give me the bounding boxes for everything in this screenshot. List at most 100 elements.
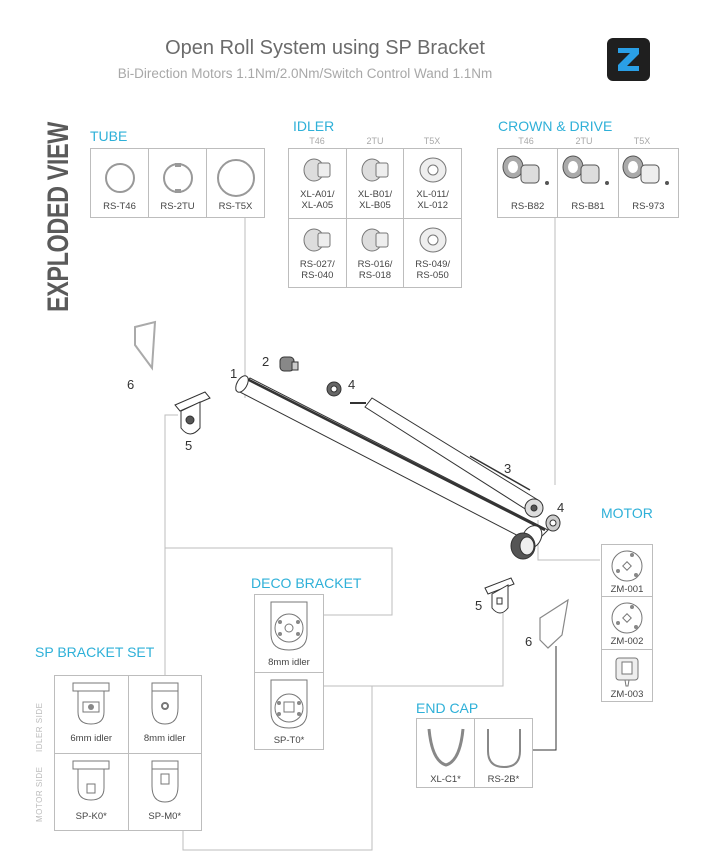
end-cap-cell[interactable]: RS-2B* (475, 719, 533, 788)
section-title-idler: IDLER (293, 118, 335, 134)
column-label: 2TU (575, 136, 593, 146)
part-number: ZM-001 (610, 584, 644, 595)
section-title-tube: TUBE (90, 128, 128, 144)
connector-line (164, 414, 393, 616)
column-label: T46 (309, 136, 325, 146)
z-logo-icon (607, 38, 650, 81)
idler-icon (361, 228, 389, 251)
callout-end-cap-right: 6 (525, 634, 533, 649)
part-number: 8mm idler (143, 733, 186, 744)
sp-bracket-cell[interactable]: SP-M0* (128, 753, 202, 831)
tube-cell[interactable]: RS-2TU (149, 149, 207, 218)
tube-cell[interactable]: RS-T5X (207, 149, 265, 218)
part-number: XL-B01/XL-B05 (357, 189, 393, 211)
idler-icon (419, 157, 447, 183)
crown-drive-icon (502, 155, 549, 185)
end-cap-rs-2b-icon (486, 729, 521, 769)
sp-bracket-cell[interactable]: 6mm idler (55, 676, 129, 754)
bracket-sp-m0-icon (151, 760, 179, 803)
callout-bracket-left: 5 (185, 438, 193, 453)
section-title-sp-bracket-set: SP BRACKET SET (35, 644, 155, 660)
callout-crown: 4 (348, 377, 356, 392)
part-number: XL-011/XL-012 (416, 189, 449, 211)
idler-side-label: IDLER SIDE (35, 702, 44, 752)
end-cap-xl-c1-icon (427, 728, 464, 767)
crown-drive-grid: RS-B82 RS-B81 RS-973 (497, 148, 679, 218)
section-title-end-cap: END CAP (416, 700, 479, 716)
crown-drive-cell[interactable]: RS-B82 (498, 149, 559, 218)
crown-drive-icon (622, 155, 670, 185)
idler-cell[interactable]: RS-049/RS-050 (404, 218, 462, 288)
part-number: SP-T0* (273, 734, 305, 746)
idler-cell[interactable]: RS-016/RS-018 (346, 218, 405, 288)
column-label: T5X (423, 136, 441, 146)
crown-drive-cell[interactable]: RS-973 (618, 149, 679, 218)
deco-bracket-cell[interactable]: 8mm idler (255, 595, 324, 673)
idler-cell[interactable]: XL-011/XL-012 (404, 149, 462, 219)
tube-profile-icon (162, 163, 193, 193)
idler-cell[interactable]: XL-A01/XL-A05 (289, 149, 347, 219)
part-number: 8mm idler (268, 657, 310, 668)
page-subtitle: Bi-Direction Motors 1.1Nm/2.0Nm/Switch C… (117, 66, 493, 81)
deco-bracket-cell[interactable]: SP-T0* (255, 672, 324, 750)
part-number: ZM-003 (610, 688, 644, 700)
idler-icon (303, 158, 331, 182)
connector-line (533, 646, 557, 751)
exploded-view-label: EXPLODED VIEW (42, 122, 75, 312)
deco-bracket-icon (270, 601, 308, 651)
part-number: SP-K0* (75, 810, 107, 822)
idler-cell[interactable]: RS-027/RS-040 (289, 218, 347, 288)
end-cap-cell[interactable]: XL-C1* (417, 719, 475, 788)
column-label: T46 (518, 136, 534, 146)
part-number: RS-049/RS-050 (415, 258, 451, 281)
bracket-8mm-idler-icon (151, 682, 179, 725)
callout-bracket-right: 5 (475, 598, 483, 613)
connector-line (322, 612, 504, 687)
part-number: RS-B81 (571, 201, 605, 212)
part-number: RS-B82 (511, 201, 545, 212)
idler-icon (419, 227, 447, 252)
end-cap-grid: XL-C1* RS-2B* (416, 718, 533, 788)
part-number: XL-C1* (430, 774, 461, 785)
crown-part (326, 381, 342, 397)
part-number: RS-016/RS-018 (357, 258, 393, 281)
motor-grid: ZM-001 ZM-002 ZM-003 (601, 544, 653, 702)
idler-cell[interactable]: XL-B01/XL-B05 (346, 149, 405, 219)
bracket-sp-k0-icon (72, 760, 110, 801)
motor-part (350, 397, 544, 518)
motor-cell[interactable]: ZM-003 (602, 649, 653, 702)
drive-ring-part (545, 514, 561, 532)
column-label: T5X (633, 136, 651, 146)
bracket-6mm-idler-icon (72, 682, 110, 725)
sp-bracket-cell[interactable]: SP-K0* (55, 753, 129, 831)
part-number: RS-973 (632, 201, 665, 212)
part-number: 6mm idler (70, 733, 113, 744)
crown-drive-icon (562, 155, 609, 185)
motor-cell[interactable]: ZM-002 (602, 597, 653, 650)
tube-cell[interactable]: RS-T46 (91, 149, 149, 218)
motor-cell[interactable]: ZM-001 (602, 545, 653, 598)
page-title: Open Roll System using SP Bracket (165, 37, 485, 59)
crown-drive-cell[interactable]: RS-B81 (558, 149, 619, 218)
motor-head-icon (611, 602, 643, 634)
sp-bracket-grid: 6mm idler 8mm idler SP-K0* SP-M0* (54, 675, 202, 831)
end-cap-part (539, 598, 569, 649)
idler-part (279, 356, 299, 372)
section-title-deco-bracket: DECO BRACKET (251, 575, 362, 591)
part-number: RS-T5X (218, 201, 253, 212)
callout-idler: 2 (262, 354, 270, 369)
sp-bracket-cell[interactable]: 8mm idler (128, 676, 202, 754)
bracket-part (484, 577, 515, 614)
idler-icon (303, 228, 331, 251)
section-title-motor: MOTOR (601, 505, 653, 521)
part-number: RS-T46 (103, 201, 136, 212)
tube-profile-icon (104, 163, 135, 193)
motor-side-label: MOTOR SIDE (35, 766, 44, 822)
bracket-part (174, 391, 211, 435)
part-number: SP-M0* (148, 810, 182, 822)
idler-grid: XL-A01/XL-A05 XL-B01/XL-B05 XL-011/XL-01… (288, 148, 462, 288)
part-number: ZM-002 (610, 636, 644, 648)
callout-drive: 4 (557, 500, 565, 515)
drive-wheel-part (510, 532, 536, 560)
